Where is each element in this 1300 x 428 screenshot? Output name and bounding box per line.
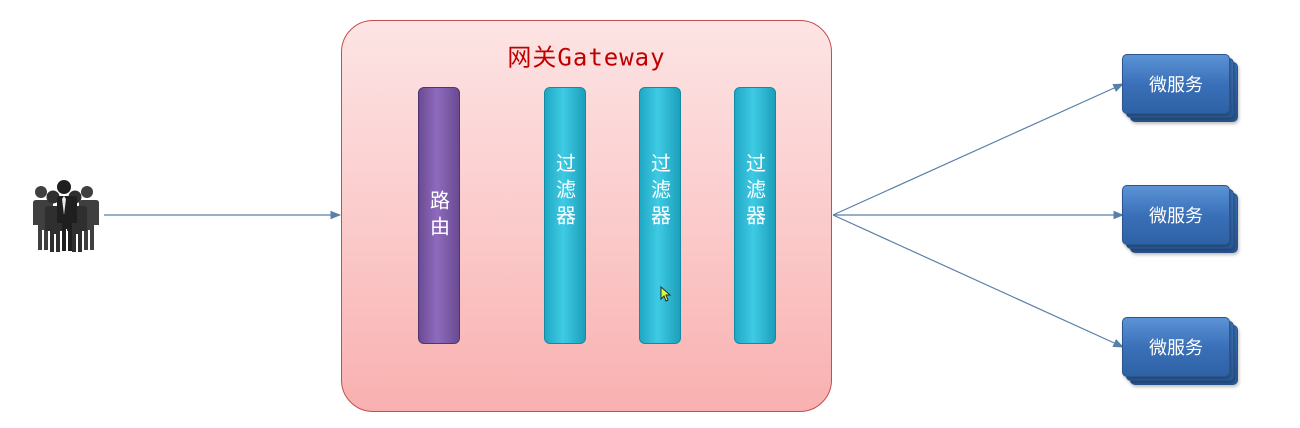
filter-label: 过滤器 [552, 152, 577, 231]
microservice-box: 微服务 [1122, 54, 1238, 122]
filter-label: 过滤器 [647, 152, 672, 231]
filter-bar: 过滤器 [639, 87, 681, 344]
mouse-pointer-icon [660, 286, 672, 302]
filter-label: 过滤器 [742, 152, 767, 231]
filter-bar: 过滤器 [544, 87, 586, 344]
filter-bar: 过滤器 [734, 87, 776, 344]
microservice-label: 微服务 [1149, 75, 1203, 96]
gateway-title: 网关Gateway [507, 43, 666, 72]
router-label: 路由 [426, 189, 451, 242]
microservice-label: 微服务 [1149, 338, 1203, 359]
microservice-box: 微服务 [1122, 185, 1238, 253]
microservice-box: 微服务 [1122, 317, 1238, 385]
users-group-icon [32, 180, 99, 252]
gateway-to-microservice-1-arrow [832, 83, 1124, 216]
gateway-to-microservice-3-arrow [832, 214, 1124, 348]
router-bar: 路由 [418, 87, 460, 344]
microservice-label: 微服务 [1149, 206, 1203, 227]
